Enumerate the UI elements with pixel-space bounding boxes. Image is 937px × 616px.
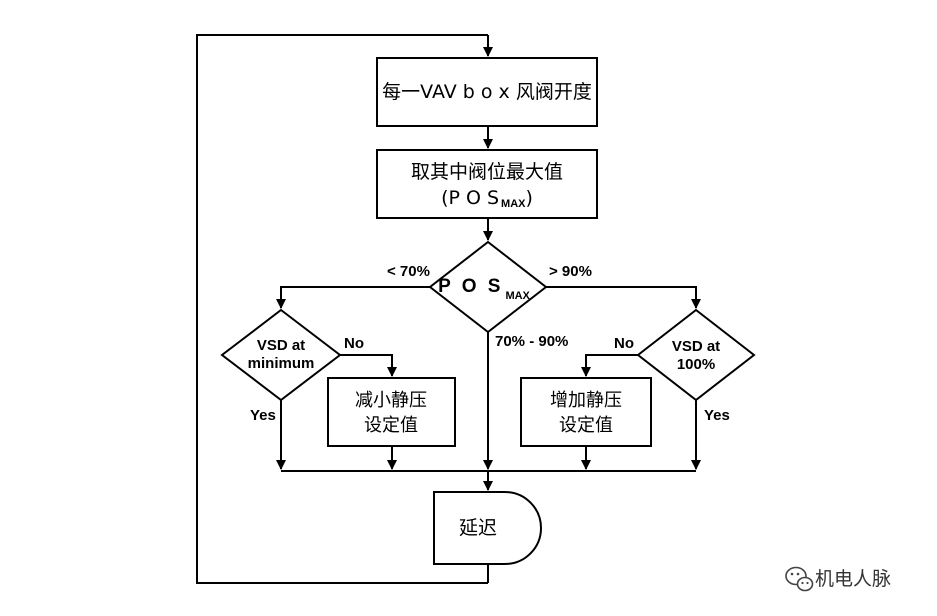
vsd-max-line2: 100% xyxy=(677,356,715,373)
vsd-max-line1: VSD at xyxy=(672,338,720,355)
vsd-min-line1: VSD at xyxy=(257,337,305,354)
no-right-label: No xyxy=(614,335,634,352)
read-vav-box xyxy=(376,57,598,127)
vsd-max-decision xyxy=(636,308,756,402)
arrow-to-vsd-min xyxy=(276,286,430,309)
loop-back-line xyxy=(196,34,488,584)
yes-right-label: Yes xyxy=(704,407,730,424)
watermark-text: 机电人脉 xyxy=(815,568,891,590)
decrease-setpoint-box xyxy=(327,377,456,447)
read-vav-text: 每一VAV b o x 风阀开度 xyxy=(382,81,592,103)
increase-line1: 增加静压 xyxy=(550,390,622,411)
branch-above-label: > 90% xyxy=(549,263,592,280)
branch-below-label: < 70% xyxy=(387,263,430,280)
no-left-label: No xyxy=(344,335,364,352)
wechat-icon xyxy=(785,566,814,592)
decrease-line1: 减小静压 xyxy=(355,390,427,411)
delay-shape xyxy=(433,491,542,565)
vsd-min-line2: minimum xyxy=(248,355,315,372)
delay-text: 延迟 xyxy=(459,517,497,539)
decrease-line2: 设定值 xyxy=(364,415,418,436)
watermark: 机电人脉 xyxy=(785,566,891,592)
yes-left-label: Yes xyxy=(250,407,276,424)
arrow-no-to-decrease xyxy=(340,354,397,377)
increase-line2: 设定值 xyxy=(559,415,613,436)
take-max-line1: 取其中阀位最大值 xyxy=(411,161,563,183)
branch-middle-label: 70% - 90% xyxy=(495,333,568,350)
arrow-no-to-increase xyxy=(581,354,638,377)
take-max-box xyxy=(376,149,598,219)
arrow-to-vsd-max xyxy=(546,286,701,309)
